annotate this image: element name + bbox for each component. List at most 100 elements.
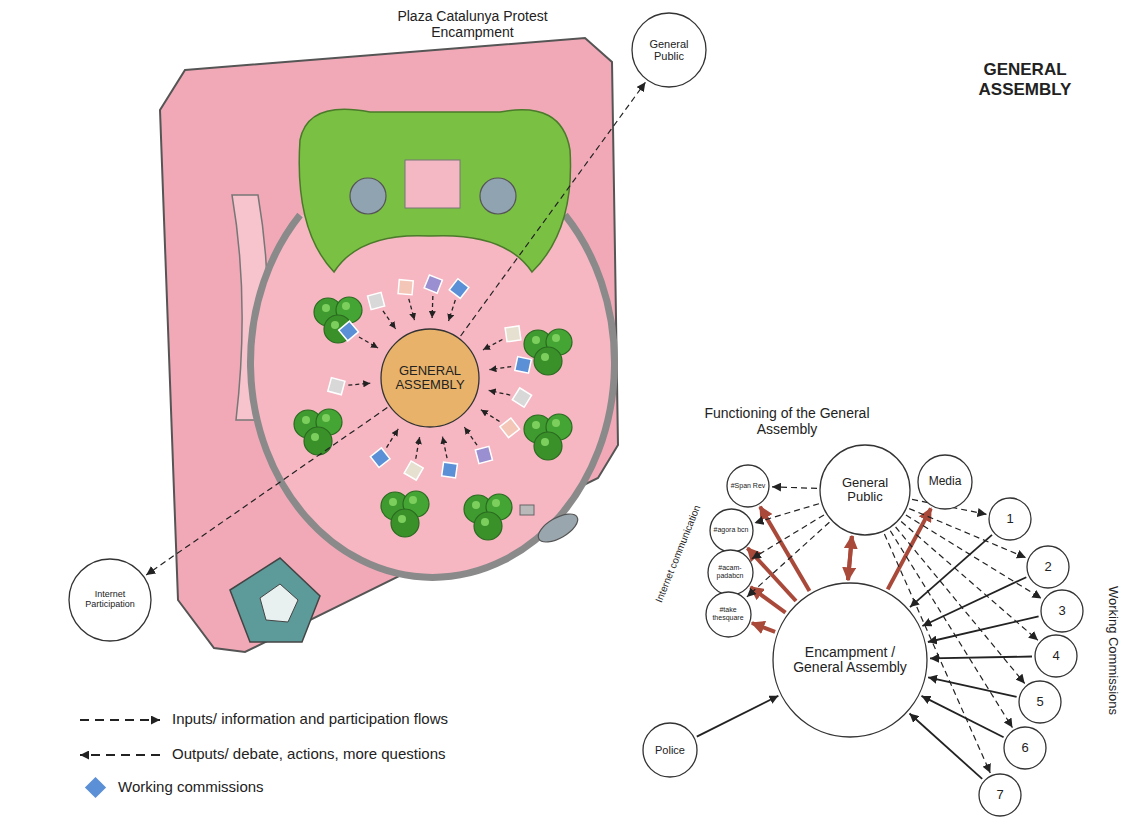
circle-node: Police [642, 722, 698, 778]
rotated-label: Internet communication [650, 496, 706, 612]
circle-shape [706, 592, 751, 637]
commission-square [370, 448, 390, 468]
circle-node: 6 [1003, 726, 1047, 770]
node-text-wrap: Encampment / General Assembly [788, 645, 913, 676]
legend-text: Working commissions [118, 778, 638, 795]
plaza-outline [160, 38, 618, 652]
node-text-wrap: General Public [828, 476, 902, 505]
circle-node: GENERAL ASSEMBLY [380, 328, 480, 428]
node-text-wrap: 1 [1006, 512, 1013, 526]
fountain [480, 178, 516, 214]
commission-flow [348, 383, 370, 385]
circle-shape [632, 13, 706, 87]
node-text-wrap: Police [655, 744, 685, 756]
commission-flow [483, 340, 502, 350]
metro-entrance [534, 508, 582, 547]
section-label: Plaza Catalunya Protest Encampment [385, 8, 560, 40]
flow-arrow [772, 487, 817, 489]
output-arrow [751, 587, 786, 613]
circle-shape [1004, 727, 1046, 769]
node-label: #agora bcn [713, 526, 748, 534]
commission-square [449, 279, 469, 299]
rotated-label: Working Commissions [1105, 578, 1120, 723]
node-label: General Public [828, 476, 902, 505]
circle-node: Encampment / General Assembly [772, 582, 928, 738]
circle-shape [643, 723, 697, 777]
input-arrow [922, 577, 1026, 626]
commission-square [512, 388, 531, 407]
circle-shape [1035, 635, 1077, 677]
circle-shape [69, 559, 151, 641]
commission-flow [383, 311, 396, 329]
commission-square [328, 378, 345, 395]
commission-flow [387, 429, 399, 448]
commission-flow [464, 427, 477, 445]
commission-flow [481, 410, 500, 422]
input-arrow [910, 535, 992, 607]
circle-node: Internet Participation [68, 558, 152, 642]
circle-shape [1027, 546, 1069, 588]
commission-flow [359, 337, 378, 348]
node-label: #acam-padabcn [711, 564, 749, 579]
section-label: Functioning of the General Assembly [697, 405, 877, 437]
node-text-wrap: Media [929, 475, 962, 488]
circle-node: 5 [1018, 680, 1062, 724]
lawn [299, 109, 570, 272]
commission-square [339, 321, 359, 341]
circle-node: 7 [978, 773, 1022, 817]
building-roof [260, 584, 298, 622]
circle-node: General Public [631, 12, 707, 88]
node-text-wrap: Internet Participation [77, 590, 144, 610]
commission-square [424, 275, 442, 293]
commission-flow [431, 296, 433, 318]
output-arrow [748, 548, 797, 601]
node-text-wrap: 7 [996, 788, 1003, 802]
node-label: 4 [1052, 649, 1059, 663]
circle-shape [1019, 681, 1061, 723]
commission-flow [489, 367, 511, 370]
commission-square [500, 418, 520, 438]
commission-flow [449, 300, 456, 321]
output-arrow [752, 623, 775, 632]
output-arrow [848, 536, 852, 580]
circle-node: Media [917, 454, 973, 510]
circle-node: 4 [1034, 634, 1078, 678]
tree-cluster [294, 409, 342, 455]
node-text-wrap: General Public [639, 38, 700, 62]
commission-flow [409, 299, 415, 320]
flow-arrow [461, 82, 646, 336]
fountain-area [405, 160, 460, 208]
circle-shape [918, 455, 972, 509]
commission-square [475, 446, 492, 463]
input-arrow [928, 616, 1039, 642]
circle-node: 3 [1040, 589, 1084, 633]
circle-shape [381, 329, 479, 427]
tree-cluster [524, 329, 572, 375]
node-label: 7 [996, 788, 1003, 802]
tree-cluster [381, 491, 429, 537]
circle-node: #agora bcn [709, 508, 754, 553]
commission-square [442, 462, 458, 478]
legend-output-line [80, 754, 160, 756]
circle-shape [727, 465, 769, 507]
node-label: #Span Rev [731, 482, 766, 490]
node-label: General Public [639, 38, 700, 62]
circle-shape [979, 774, 1021, 816]
fountain [350, 178, 386, 214]
building [230, 558, 320, 642]
circle-shape [708, 550, 753, 595]
circle-shape [989, 498, 1031, 540]
node-text-wrap: 6 [1021, 741, 1028, 755]
commission-square [398, 280, 413, 295]
node-text-wrap: 4 [1052, 649, 1059, 663]
circle-node: #Span Rev [726, 464, 770, 508]
tree-cluster [524, 414, 572, 460]
flow-arrow [146, 408, 387, 575]
input-arrow [928, 677, 1017, 697]
node-label: GENERAL ASSEMBLY [390, 364, 470, 393]
node-label: 1 [1006, 512, 1013, 526]
